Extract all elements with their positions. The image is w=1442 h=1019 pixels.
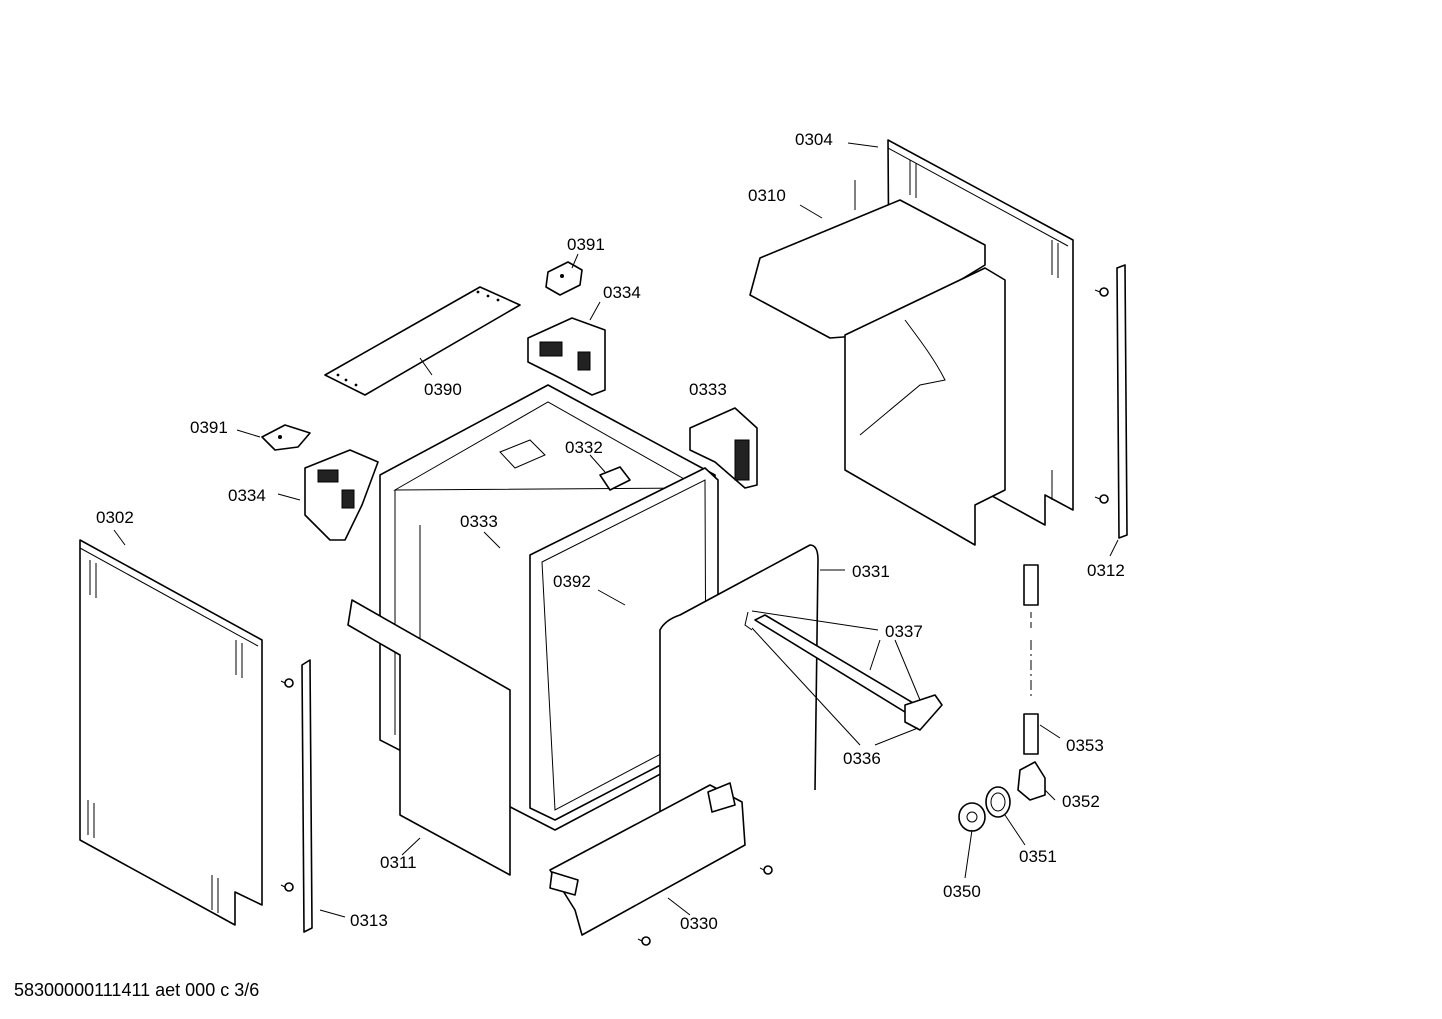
label-0330: 0330 <box>680 914 718 933</box>
label-0311: 0311 <box>380 853 417 872</box>
part-0302-side-panel <box>79 539 263 926</box>
part-0390-top-strip <box>324 286 521 396</box>
screw-icon <box>280 882 294 892</box>
label-0334-lower: 0334 <box>228 486 266 505</box>
label-0333-lower: 0333 <box>460 512 498 531</box>
label-0310: 0310 <box>748 186 786 205</box>
part-0334-hinge-upper <box>527 317 606 396</box>
label-0313: 0313 <box>350 911 388 930</box>
label-0334-upper: 0334 <box>603 283 641 302</box>
part-0332-clip <box>599 466 631 491</box>
part-0391-bracket-lower <box>261 424 311 451</box>
part-0391-bracket-upper <box>545 261 583 296</box>
screw-icon <box>1094 287 1109 297</box>
part-0313-trim-strip <box>280 659 313 933</box>
label-0331: 0331 <box>852 562 890 581</box>
label-0337: 0337 <box>885 622 923 641</box>
screw-icon <box>280 678 294 688</box>
part-0311-front-panel <box>347 599 511 876</box>
label-0391-lower: 0391 <box>190 418 228 437</box>
part-labels: 0304 0310 0391 0334 0390 0333 0391 0332 … <box>96 130 1125 933</box>
label-0353: 0353 <box>1066 736 1104 755</box>
part-0353-hose <box>1023 564 1039 755</box>
part-0351-ring <box>985 786 1011 818</box>
label-0350: 0350 <box>943 882 981 901</box>
part-0310-insulation-mat <box>749 180 1006 546</box>
leader-lines <box>113 142 1119 918</box>
part-0337-rail <box>744 611 943 731</box>
label-0351: 0351 <box>1019 847 1057 866</box>
label-0352: 0352 <box>1062 792 1100 811</box>
screw-icon <box>1094 494 1109 504</box>
label-0333-upper: 0333 <box>689 380 727 399</box>
part-0333-cover-upper <box>689 407 758 489</box>
label-0332: 0332 <box>565 438 603 457</box>
part-0352-elbow <box>1017 761 1046 801</box>
label-0336: 0336 <box>843 749 881 768</box>
label-0304: 0304 <box>795 130 833 149</box>
screw-icon <box>637 936 651 946</box>
screw-icon <box>759 865 773 875</box>
document-code: 58300000111411 aet 000 c 3/6 <box>14 980 260 1000</box>
label-0302: 0302 <box>96 508 134 527</box>
label-0392: 0392 <box>553 572 591 591</box>
part-0330-base-plate <box>549 782 773 946</box>
part-0334-hinge-lower <box>304 449 379 541</box>
part-0350-cap <box>958 802 986 832</box>
label-0312: 0312 <box>1087 561 1125 580</box>
label-0391-upper: 0391 <box>567 235 605 254</box>
part-0312-trim-strip <box>1094 264 1128 539</box>
label-0390: 0390 <box>424 380 462 399</box>
